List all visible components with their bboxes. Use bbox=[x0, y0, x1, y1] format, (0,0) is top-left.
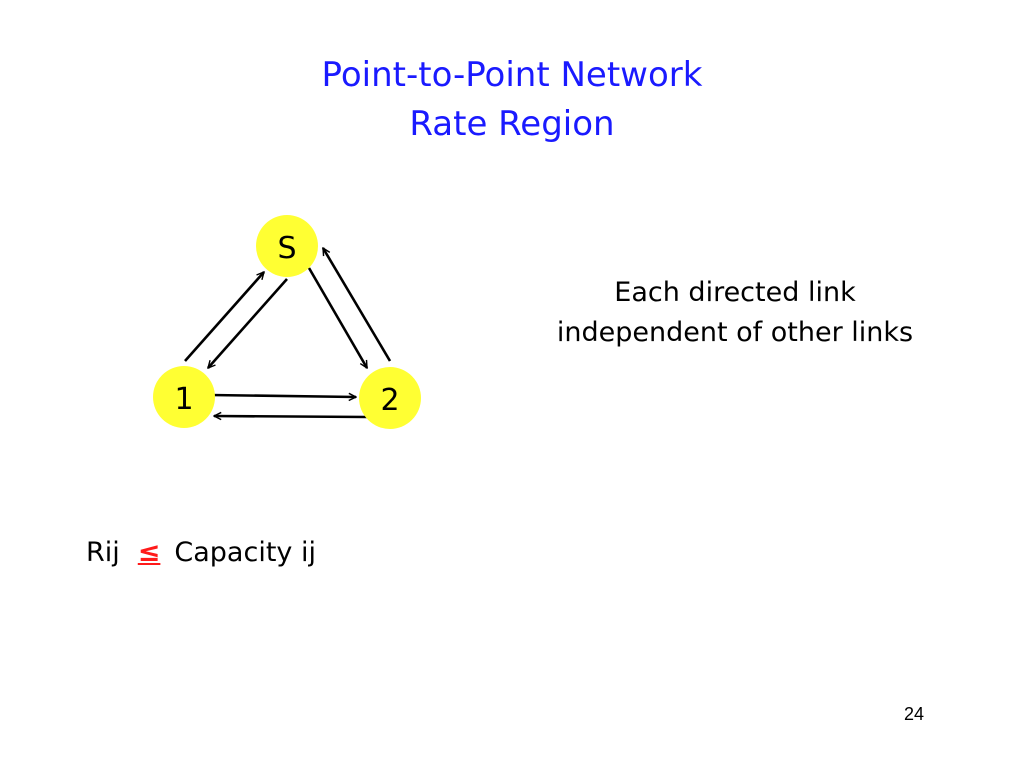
link-s-to-1 bbox=[208, 278, 288, 368]
rate-constraint: Rij ≤ Capacity ij bbox=[86, 536, 316, 570]
link-2-to-s bbox=[321, 248, 392, 362]
constraint-left: Rij bbox=[86, 537, 120, 568]
constraint-right: Capacity ij bbox=[174, 537, 316, 568]
less-or-equal-symbol: ≤ bbox=[137, 537, 161, 568]
node-2-label: 2 bbox=[380, 383, 399, 418]
slide-title-line-2: Rate Region bbox=[409, 104, 615, 144]
description-line-2: independent of other links bbox=[556, 317, 914, 348]
link-1-to-2 bbox=[209, 395, 356, 397]
node-1: 1 bbox=[153, 366, 215, 428]
page-number: 24 bbox=[904, 704, 925, 724]
description-line-1: Each directed link bbox=[614, 277, 856, 308]
link-s-to-2 bbox=[307, 267, 369, 368]
node-1-label: 1 bbox=[174, 382, 193, 417]
node-s-label: S bbox=[277, 231, 296, 266]
link-1-to-s bbox=[184, 272, 264, 362]
node-2: 2 bbox=[359, 367, 421, 429]
slide-title-line-1: Point-to-Point Network bbox=[321, 55, 703, 95]
link-2-to-1 bbox=[214, 416, 369, 417]
node-s: S bbox=[256, 215, 318, 277]
